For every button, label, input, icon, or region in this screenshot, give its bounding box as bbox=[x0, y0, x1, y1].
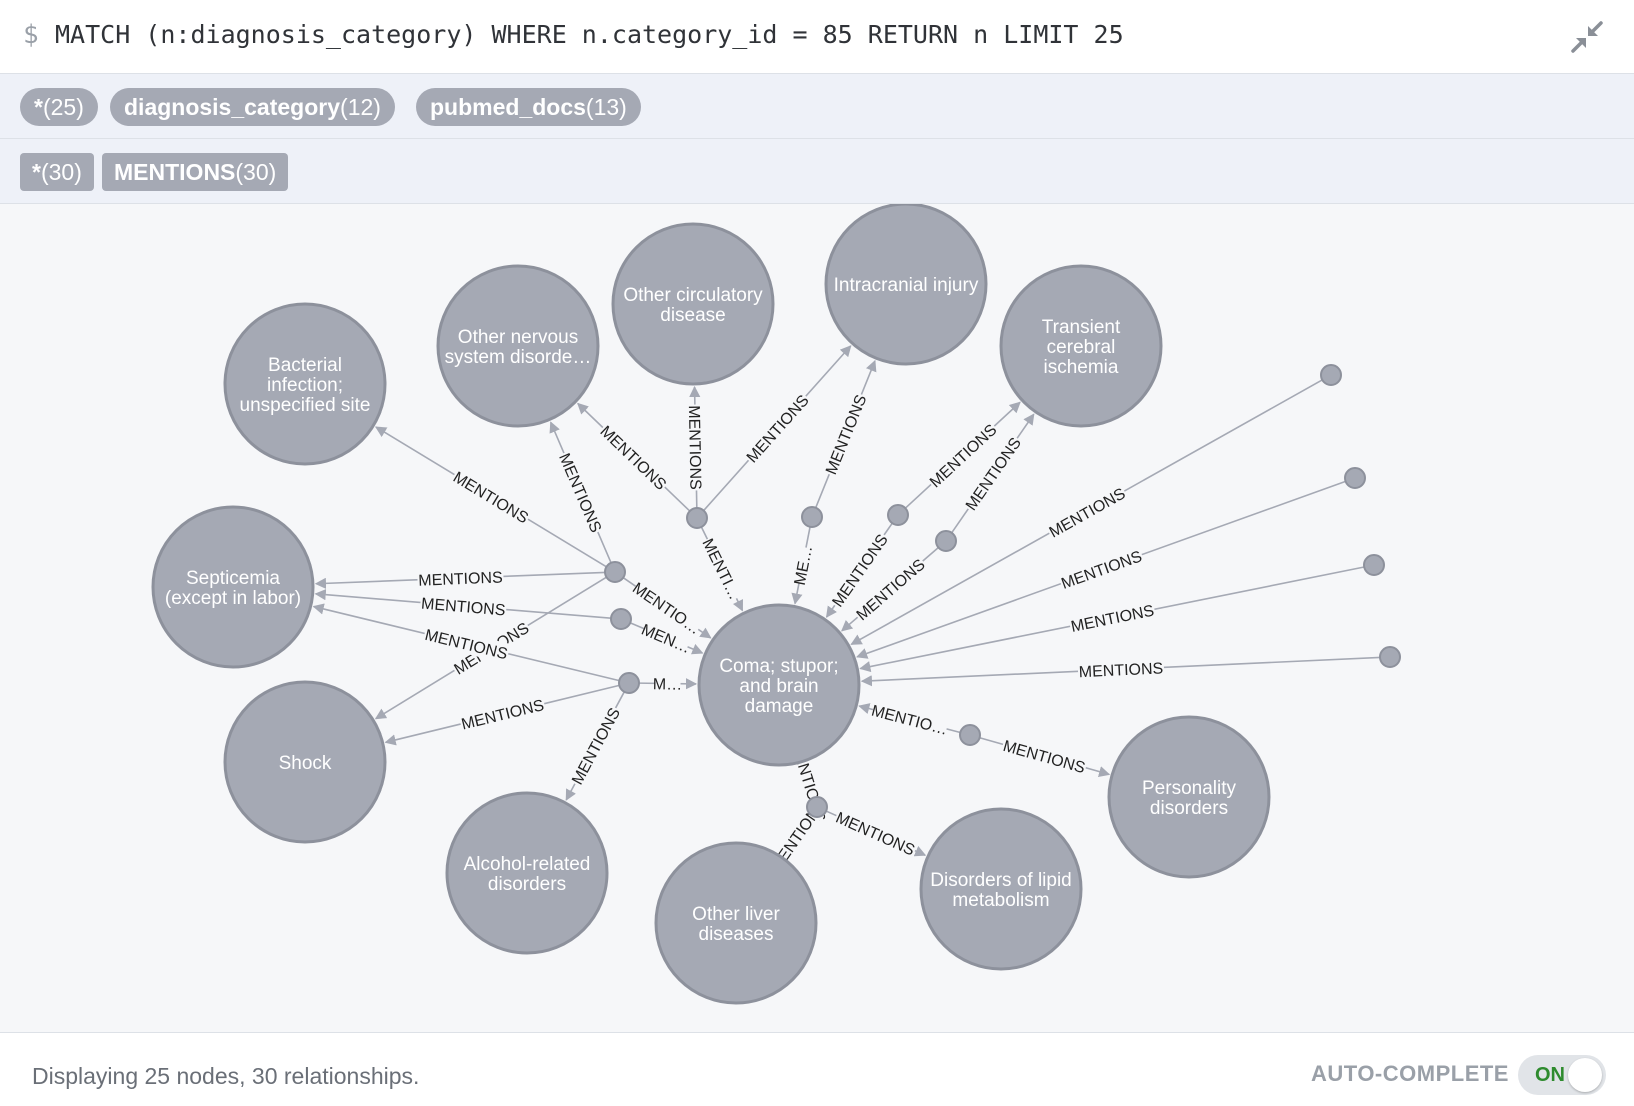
edge-label-background bbox=[458, 693, 547, 734]
edge-label-background bbox=[641, 619, 692, 657]
pubmed-doc-node[interactable] bbox=[1379, 646, 1401, 668]
diagnosis-node-label: Shock bbox=[279, 753, 332, 774]
diagnosis-node-alc[interactable] bbox=[445, 791, 609, 955]
edge-label: MENTIONS bbox=[744, 392, 813, 466]
diagnosis-node-intr[interactable] bbox=[824, 204, 988, 366]
edge-label-background bbox=[789, 545, 816, 585]
diagnosis-node-label: Intracranial injury bbox=[834, 275, 979, 296]
edge-label-background bbox=[826, 529, 893, 612]
collapse-button[interactable] bbox=[1568, 18, 1606, 56]
edge-label-background bbox=[1000, 734, 1089, 778]
edge-label: MENTIONS bbox=[833, 810, 917, 860]
edge-label: MENTIONS bbox=[450, 469, 531, 527]
collapse-arrows-icon bbox=[1571, 21, 1603, 53]
edge-label: MENTIONS bbox=[460, 697, 546, 734]
rel-type-mentions[interactable]: MENTIONS(30) bbox=[102, 153, 289, 191]
diagnosis-node-coma[interactable] bbox=[697, 603, 861, 767]
edge-label: MENTIONS bbox=[569, 705, 624, 787]
edge-label: MENTIONS bbox=[1078, 660, 1163, 681]
diagnosis-node-liver[interactable] bbox=[654, 841, 818, 1005]
pubmed-doc-node[interactable] bbox=[1320, 364, 1342, 386]
pubmed-doc-node[interactable] bbox=[806, 796, 828, 818]
toggle-knob bbox=[1568, 1058, 1602, 1092]
pubmed-doc-node[interactable] bbox=[610, 608, 632, 630]
footer: Displaying 25 nodes, 30 relationships. A… bbox=[0, 1032, 1634, 1106]
pubmed-doc-node[interactable] bbox=[686, 507, 708, 529]
diagnosis-node-circ[interactable] bbox=[611, 222, 775, 386]
diagnosis-node-sept[interactable] bbox=[151, 505, 315, 669]
pubmed-doc-node[interactable] bbox=[618, 672, 640, 694]
pubmed-doc-node[interactable] bbox=[959, 724, 981, 746]
edge-label-background bbox=[684, 404, 707, 491]
diagnosis-node-bact[interactable] bbox=[223, 302, 387, 466]
edge-label: MENTIO… bbox=[869, 703, 949, 739]
query-text[interactable]: MATCH (n:diagnosis_category) WHERE n.cat… bbox=[55, 20, 1124, 49]
edge-label-background bbox=[629, 577, 704, 638]
edge-label: MENTIONS bbox=[418, 569, 503, 589]
pubmed-doc-node[interactable] bbox=[935, 530, 957, 552]
edge-label-background bbox=[832, 806, 920, 860]
edge-label-background bbox=[819, 390, 871, 478]
edge-label: MENTIONS bbox=[1047, 485, 1129, 541]
query-bar: $ MATCH (n:diagnosis_category) WHERE n.c… bbox=[0, 0, 1634, 74]
edge-label-background bbox=[654, 673, 681, 694]
edge-label-background bbox=[417, 566, 504, 590]
prompt-symbol: $ bbox=[23, 20, 39, 50]
pubmed-doc-node[interactable] bbox=[801, 506, 823, 528]
edge-label-background bbox=[1044, 482, 1130, 542]
edge-label: M… bbox=[653, 676, 683, 693]
edge-label-background bbox=[422, 623, 511, 664]
status-text: Displaying 25 nodes, 30 relationships. bbox=[32, 1063, 420, 1089]
pubmed-doc-node[interactable] bbox=[887, 504, 909, 526]
diagnosis-node-label: Septicemia(except in labor) bbox=[165, 568, 301, 609]
edge-label: MENTIONS bbox=[555, 451, 604, 535]
edge-label-background bbox=[595, 420, 672, 495]
pubmed-doc-node[interactable] bbox=[604, 561, 626, 583]
edge-label-background bbox=[870, 699, 950, 739]
edge-label: MENTIONS bbox=[1001, 738, 1087, 777]
autocomplete-label: AUTO-COMPLETE bbox=[1311, 1061, 1509, 1086]
diagnosis-node-lipid[interactable] bbox=[919, 807, 1083, 971]
edge-label-background bbox=[1077, 657, 1165, 682]
node-label-pubmed-docs[interactable]: pubmed_docs(13) bbox=[416, 88, 641, 126]
node-label-all[interactable]: *(25) bbox=[20, 88, 98, 126]
node-label-diagnosis-category[interactable]: diagnosis_category(12) bbox=[110, 88, 395, 126]
diagnosis-node-pers[interactable] bbox=[1107, 715, 1271, 879]
edge-label-background bbox=[449, 466, 534, 528]
diagnosis-node-shock[interactable] bbox=[223, 680, 387, 844]
relationship-types-legend: *(30) MENTIONS(30) bbox=[0, 139, 1634, 204]
edge-label: MENTIONS bbox=[420, 596, 506, 620]
diagnosis-node-nerv[interactable] bbox=[436, 264, 600, 428]
edge-label-background bbox=[851, 553, 930, 625]
edge-label-background bbox=[419, 592, 508, 620]
edge-label-background bbox=[1068, 599, 1157, 637]
edge-label-background bbox=[1057, 545, 1146, 594]
node-labels-legend: *(25) diagnosis_category(12) pubmed_docs… bbox=[0, 74, 1634, 139]
diagnosis-node-trans[interactable] bbox=[999, 264, 1163, 428]
edge-label: MENTIONS bbox=[596, 423, 669, 494]
edge-label-background bbox=[566, 703, 625, 789]
edge-label-background bbox=[924, 418, 1002, 492]
autocomplete-toggle[interactable]: ON bbox=[1518, 1055, 1606, 1095]
rel-type-all[interactable]: *(30) bbox=[20, 153, 94, 191]
pubmed-doc-node[interactable] bbox=[1344, 467, 1366, 489]
edge-label-background bbox=[698, 534, 746, 603]
edge-label: MENTIONS bbox=[685, 405, 704, 490]
edge-label-background bbox=[554, 449, 608, 536]
edge-label-background bbox=[960, 432, 1026, 515]
pubmed-doc-node[interactable] bbox=[1363, 554, 1385, 576]
edge-label-background bbox=[741, 389, 814, 467]
toggle-state-label: ON bbox=[1535, 1064, 1565, 1086]
